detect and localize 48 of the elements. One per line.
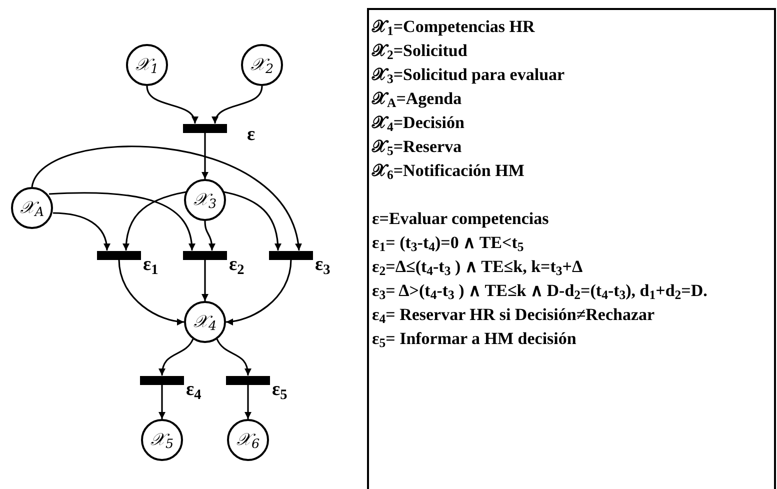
arrow (212, 86, 263, 124)
arrow (146, 86, 198, 124)
arrow (204, 220, 216, 251)
legend-text: ε$_{3}$= Δ>(t$_{4}$-t$_{3}$ ) ∧ TE≤k ∧ D-d$_{2}$=(t$_{4}$-t$_{3}$), d$_{1}$+d$_{2}$=D. (372, 280, 708, 303)
transition-label: ε$_{3}$ (315, 255, 330, 275)
legend-text: 𝒳$_{3}$=Solicitud para evaluar (372, 64, 566, 87)
transition-bar (226, 376, 270, 384)
arrow (118, 259, 184, 325)
place-label: 𝒳$_{A}$ (20, 199, 44, 217)
arrow (226, 259, 292, 325)
arrow (244, 384, 252, 419)
legend-text: ε$_{2}$=Δ≤(t$_{4}$-t$_{3}$ ) ∧ TE≤k, k=t$_{3}$+Δ (372, 256, 584, 279)
arrow (202, 260, 208, 301)
place-label: 𝒳$_{6}$ (236, 431, 260, 449)
transition-label: ε (247, 125, 256, 145)
transition-label: ε$_{4}$ (186, 380, 202, 400)
legend-panel (367, 8, 776, 489)
legend-text: 𝒳$_{4}$=Decisión (372, 112, 466, 135)
transition-label: ε$_{5}$ (272, 380, 288, 400)
transition-bar (269, 250, 313, 260)
arrow (216, 338, 251, 376)
legend-text: ε$_{1}$= (t$_{3}$-t$_{4}$)=0 ∧ TE<t$_{5}$ (372, 232, 525, 255)
legend-text: 𝒳$_{1}$=Competencias HR (372, 16, 536, 39)
transition-bar (183, 124, 227, 132)
arrow (159, 338, 194, 376)
legend-text: 𝒳$_{5}$=Reserva (372, 136, 463, 159)
legend-text: 𝒳$_{2}$=Solicitud (372, 40, 468, 63)
place-label: 𝒳$_{4}$ (193, 313, 217, 331)
place-label: 𝒳$_{2}$ (250, 56, 274, 74)
arrow (122, 191, 186, 251)
transition-bar (183, 250, 227, 260)
arrow (48, 192, 195, 251)
arrow (52, 212, 110, 251)
legend-text: 𝒳$_{A}$=Agenda (372, 88, 463, 111)
legend-text: 𝒳$_{6}$=Notificación HM (372, 160, 526, 183)
transition-label: ε$_{1}$ (143, 255, 158, 275)
arrow (158, 384, 166, 419)
place-label: 𝒳$_{1}$ (135, 56, 159, 74)
place-label: 𝒳$_{3}$ (193, 191, 217, 209)
arrow (202, 132, 208, 179)
legend-text: ε=Evaluar competencias (372, 208, 550, 230)
place-label: 𝒳$_{5}$ (150, 431, 174, 449)
transition-bar (97, 250, 141, 260)
legend-text: ε$_{4}$= Reservar HR si Decisión≠Rechazar (372, 304, 656, 327)
legend-text: ε$_{5}$= Informar a HM decisión (372, 328, 578, 351)
transition-label: ε$_{2}$ (229, 255, 244, 275)
arrow (31, 146, 301, 251)
transition-bar (140, 376, 184, 384)
